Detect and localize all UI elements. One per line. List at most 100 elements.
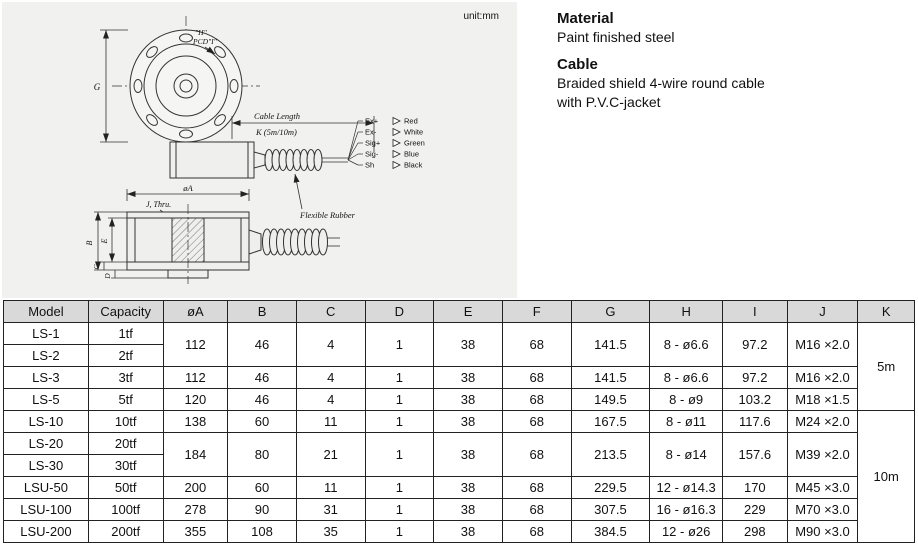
wire-arrow-icon	[392, 116, 401, 126]
column-header: Capacity	[87, 300, 164, 323]
cell-model: LS-2	[3, 344, 89, 367]
cable-length-value: K (5m/10m)	[255, 127, 297, 137]
drawing-background	[2, 2, 517, 298]
wire-signal: Sig+	[365, 139, 381, 148]
cell-capacity: 3tf	[87, 366, 164, 389]
svg-text:PCD"I": PCD"I"	[192, 37, 218, 46]
column-header: F	[501, 300, 572, 323]
cell-cable-length: 5m	[857, 322, 915, 411]
dim-cable-length	[231, 116, 375, 152]
cell-spec: M90 ×3.0	[786, 520, 859, 543]
bolt-hole	[229, 79, 239, 93]
cell-spec: 157.6	[722, 432, 788, 477]
cell-spec: 213.5	[570, 432, 651, 477]
table-row-ls-20: LS-20 20tf 184 80 21 1 38 68 213.5 8 - ø…	[3, 432, 915, 477]
cell-capacity: 100tf	[87, 498, 164, 521]
cell-spec: 46	[227, 322, 297, 367]
cell-spec: M18 ×1.5	[786, 388, 859, 411]
table-row-ls-1: LS-1 1tf 112 46 4 1 38 68 141.5 8 - ø6.6…	[3, 322, 915, 411]
cell-spec: M39 ×2.0	[786, 432, 859, 477]
wire-color: Red	[404, 117, 418, 126]
cell-spec: 38	[433, 476, 503, 499]
column-header: J	[786, 300, 859, 323]
bolt-hole	[133, 79, 143, 93]
cell-spec: 68	[501, 520, 572, 543]
cell-spec: 68	[501, 388, 572, 411]
cell-spec: 38	[433, 322, 503, 367]
cell-spec: 68	[501, 366, 572, 389]
cell-spec: 38	[433, 520, 503, 543]
cell-spec: 384.5	[570, 520, 651, 543]
cell-spec: 112	[162, 322, 229, 367]
cell-spec: 97.2	[722, 366, 788, 389]
unit-label: unit:mm	[463, 11, 499, 22]
cell-spec: 12 - ø14.3	[649, 476, 724, 499]
cell-spec: 60	[227, 476, 297, 499]
cell-spec: 38	[433, 432, 503, 477]
cell-spec: 60	[227, 410, 297, 433]
cell-spec: M45 ×3.0	[786, 476, 859, 499]
dim-C-label: C	[92, 264, 101, 270]
cell-spec: 46	[227, 388, 297, 411]
cell-spec: 1	[364, 410, 435, 433]
cable-value-line1: Braided shield 4-wire round cable	[557, 75, 765, 92]
bolt-hole	[214, 46, 226, 58]
cell-model: LS-30	[3, 454, 89, 477]
wire-color: Black	[404, 161, 423, 170]
material-title: Material	[557, 10, 614, 27]
pcd-callout: "H" PCD"I"	[192, 28, 218, 55]
cell-model: LS-5	[3, 388, 89, 411]
cell-spec: 97.2	[722, 322, 788, 367]
column-header: G	[570, 300, 651, 323]
cell-spec: 170	[722, 476, 788, 499]
cell-spec: M70 ×3.0	[786, 498, 859, 521]
cell-spec: 200	[162, 476, 229, 499]
column-header: D	[364, 300, 435, 323]
cell-spec: 8 - ø11	[649, 410, 724, 433]
cell-spec: 141.5	[570, 322, 651, 367]
cell-model: LS-1	[3, 322, 89, 345]
table-row-lsu-100: LSU-100 100tf 278 90 31 1 38 68 307.5 16…	[3, 498, 915, 521]
cell-spec: 12 - ø26	[649, 520, 724, 543]
cell-capacity: 50tf	[87, 476, 164, 499]
column-header: C	[295, 300, 366, 323]
cell-spec: 11	[295, 476, 366, 499]
cell-spec: 103.2	[722, 388, 788, 411]
cell-spec: 68	[501, 432, 572, 477]
cell-model: LSU-50	[3, 476, 89, 499]
cell-spec: 138	[162, 410, 229, 433]
wire-color: White	[404, 128, 423, 137]
cell-spec: M24 ×2.0	[786, 410, 859, 433]
column-header: øA	[162, 300, 229, 323]
bolt-hole	[179, 129, 193, 139]
cell-spec: 229.5	[570, 476, 651, 499]
flexible-rubber-corrugation	[264, 149, 323, 171]
wire-arrow-icon	[392, 127, 401, 137]
cell-capacity: 10tf	[87, 410, 164, 433]
column-header: E	[433, 300, 503, 323]
cell-spec: 38	[433, 410, 503, 433]
column-header: K	[857, 300, 915, 323]
cell-model: LSU-200	[3, 520, 89, 543]
column-header: H	[649, 300, 724, 323]
cell-spec: 38	[433, 388, 503, 411]
flexible-rubber-corrugation	[262, 228, 328, 256]
material-value: Paint finished steel	[557, 29, 675, 45]
cell-model: LS-10	[3, 410, 89, 433]
cell-capacity: 2tf	[87, 344, 164, 367]
bolt-hole	[214, 114, 226, 126]
cell-spec: 1	[364, 366, 435, 389]
cell-spec: 167.5	[570, 410, 651, 433]
cable-gland	[253, 151, 266, 169]
load-cell-drawing: unit:mm "H" PCD"I" G	[2, 2, 517, 298]
table-row-ls-5: LS-5 5tf 120 46 4 1 38 68 149.5 8 - ø9 1…	[3, 388, 915, 411]
cable-title: Cable	[557, 56, 598, 74]
cell-spec: 355	[162, 520, 229, 543]
cell-spec: M16 ×2.0	[786, 322, 859, 367]
table-row-ls-30: LS-30 30tf	[3, 454, 915, 477]
cell-model: LS-20	[3, 432, 89, 455]
cell-spec: 11	[295, 410, 366, 433]
j-thru-label: J, Thru.	[146, 200, 171, 209]
cell-spec: 1	[364, 432, 435, 477]
wire-arrow-icon	[392, 138, 401, 148]
